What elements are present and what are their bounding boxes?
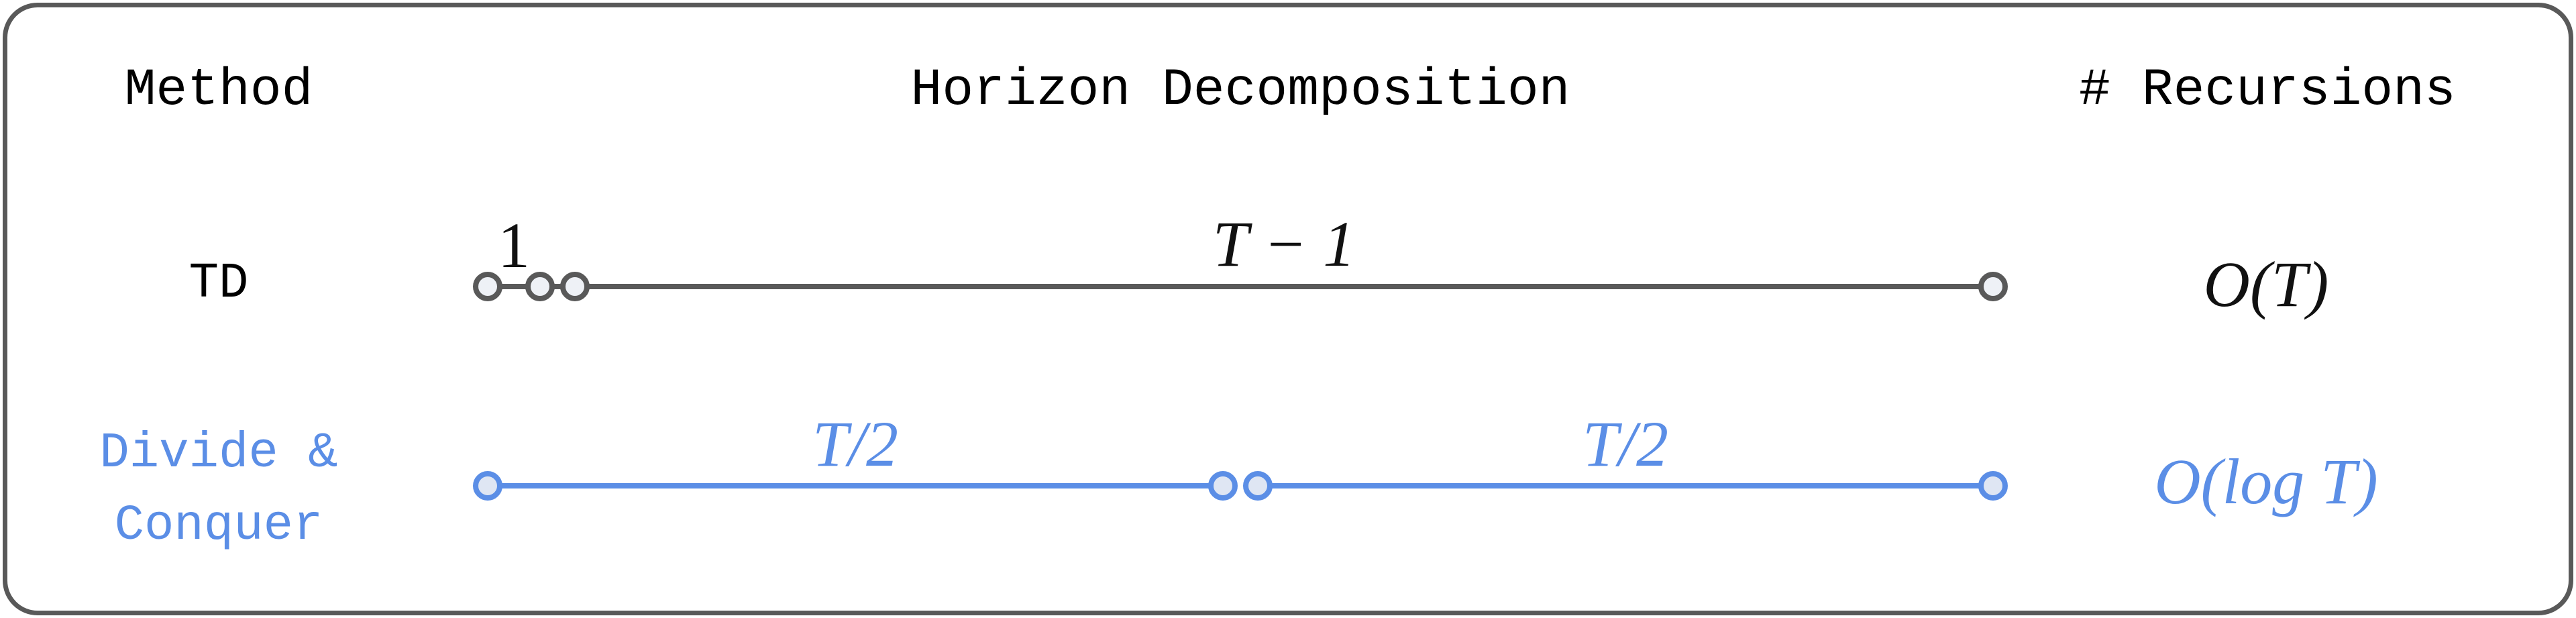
- header-horizon-decomposition: Horizon Decomposition: [910, 61, 1570, 120]
- method-dc-label: Divide & Conquer: [99, 425, 338, 554]
- td-node: [1978, 272, 2008, 301]
- dc-node: [1978, 471, 2008, 501]
- td-recursions: O(T): [2203, 248, 2329, 320]
- td-segment-label-t-minus-1: T − 1: [1212, 208, 1356, 280]
- dc-node: [473, 471, 502, 501]
- td-node: [560, 272, 590, 301]
- td-node: [525, 272, 555, 301]
- dc-recursions: O(log T): [2154, 446, 2378, 517]
- td-segment-label-1: 1: [498, 209, 530, 281]
- dc-node: [1208, 471, 1238, 501]
- dc-segment-label-left: T/2: [812, 408, 899, 480]
- td-node: [473, 272, 502, 301]
- dc-segment-label-right: T/2: [1582, 408, 1669, 480]
- header-method: Method: [124, 61, 313, 120]
- diagram-frame: [3, 3, 2573, 615]
- td-timeline: [473, 272, 2008, 301]
- dc-timeline: [473, 471, 2008, 501]
- dc-node: [1243, 471, 1273, 501]
- method-td-label: TD: [189, 256, 249, 312]
- header-recursions: # Recursions: [2079, 61, 2456, 120]
